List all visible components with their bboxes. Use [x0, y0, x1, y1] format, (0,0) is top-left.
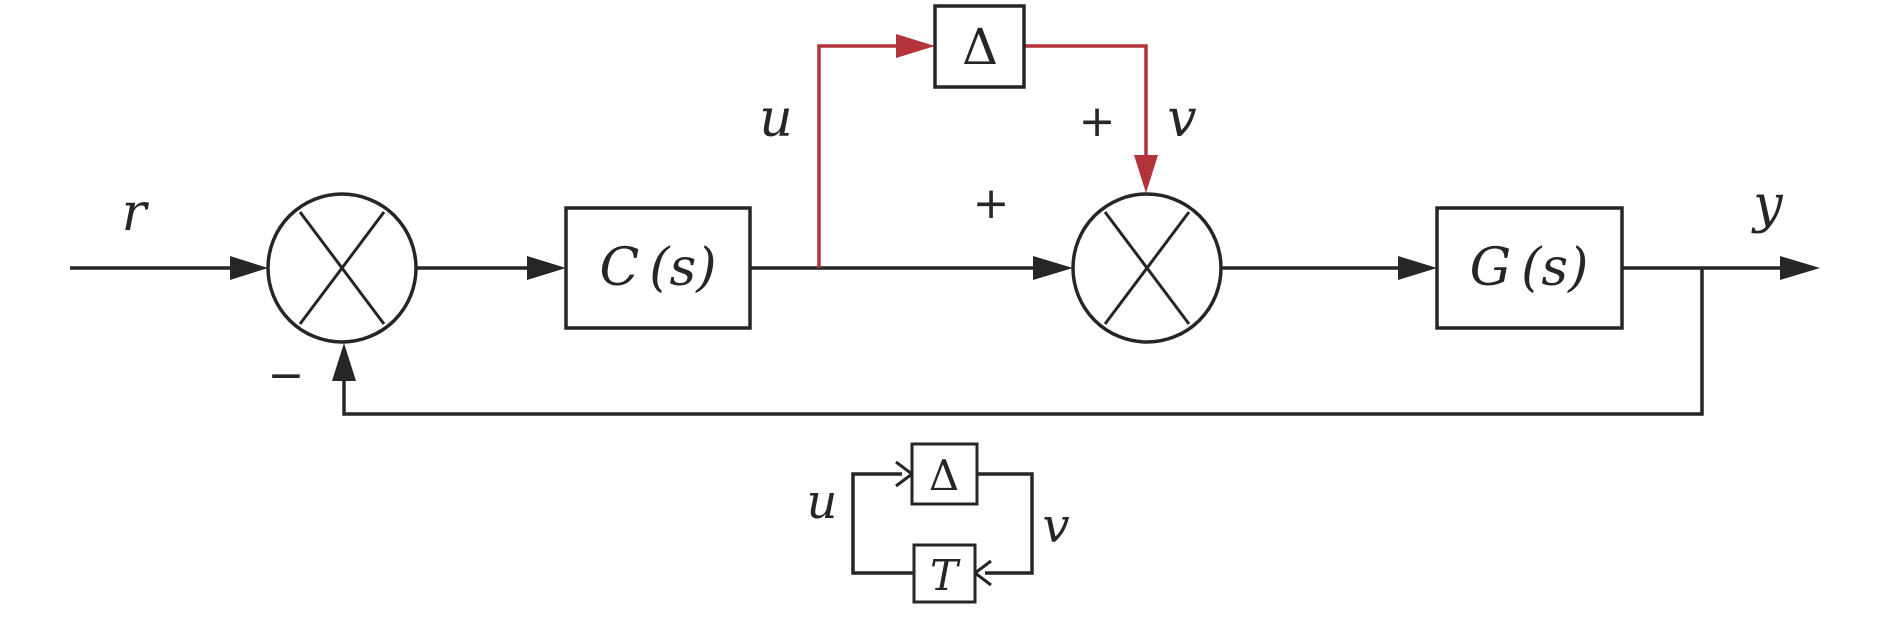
- summing-junction-1: [266, 192, 418, 344]
- feedback-wire: [342, 268, 1704, 416]
- direct-plus-sign: +: [973, 178, 1010, 229]
- inset-delta-block: [910, 442, 979, 506]
- inset-t-block: [912, 543, 977, 604]
- inset-loop: Δ T u v: [807, 442, 1070, 604]
- inset-right-wire: [977, 472, 1034, 575]
- signal-y-label: y: [1751, 175, 1783, 235]
- uncertainty-output-arrowhead: [1134, 155, 1158, 193]
- controller-block: [564, 206, 752, 330]
- signal-u-label: u: [759, 89, 793, 149]
- uncertainty-input-wire: [817, 44, 900, 268]
- plant-label: G(s): [1470, 238, 1589, 298]
- plant-block: [1435, 206, 1624, 330]
- plant-input-arrowhead: [1398, 256, 1437, 280]
- inset-v-label: v: [1042, 498, 1069, 554]
- uncertainty-block: [933, 4, 1026, 89]
- controller-input-arrowhead: [527, 256, 566, 280]
- uncertainty-input-arrowhead: [896, 34, 935, 58]
- controller-label: C(s): [599, 238, 716, 298]
- summing-junction-2: [1071, 192, 1223, 344]
- input-r-arrowhead: [230, 256, 268, 280]
- inset-t-label: T: [930, 551, 961, 600]
- inset-delta-label: Δ: [929, 451, 959, 500]
- feedback-minus-sign: −: [268, 350, 305, 401]
- uncertainty-plus-sign: +: [1079, 96, 1116, 147]
- inset-left-wire: [851, 472, 914, 575]
- inset-u-label: u: [807, 474, 838, 530]
- uncertainty-output-wire: [1024, 44, 1148, 158]
- signal-r-label: r: [122, 183, 150, 243]
- uncertainty-label: Δ: [962, 18, 998, 76]
- feedback-arrowhead: [332, 343, 356, 381]
- signal-v-label: v: [1167, 89, 1196, 149]
- output-y-arrowhead: [1780, 256, 1820, 280]
- sum2-input-arrowhead: [1033, 256, 1073, 280]
